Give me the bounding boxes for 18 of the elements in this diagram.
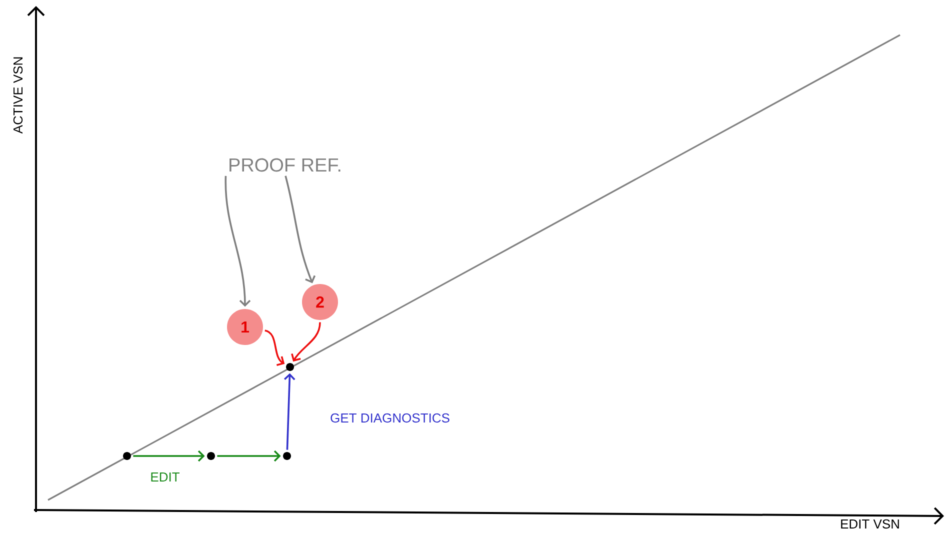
point-dot (286, 363, 294, 371)
edge-label: GET DIAGNOSTICS (329, 412, 451, 424)
arrow (291, 322, 321, 362)
arrow (284, 176, 316, 284)
numbered-blob: 2 (302, 284, 338, 320)
edge-label: EDIT (149, 472, 181, 482)
callout-text: PROOF REF. (230, 158, 340, 172)
arrow (284, 373, 296, 450)
arrow (224, 176, 251, 307)
axis-label: ACTIVE VSN (13, 57, 23, 134)
arrow (217, 450, 281, 462)
numbered-blob: 1 (227, 309, 263, 345)
point-dot (123, 452, 131, 460)
axis-label: EDIT VSN (841, 519, 899, 529)
point-dot (207, 452, 215, 460)
point-dot (283, 452, 291, 460)
arrow (264, 330, 285, 366)
arrow (133, 450, 205, 462)
